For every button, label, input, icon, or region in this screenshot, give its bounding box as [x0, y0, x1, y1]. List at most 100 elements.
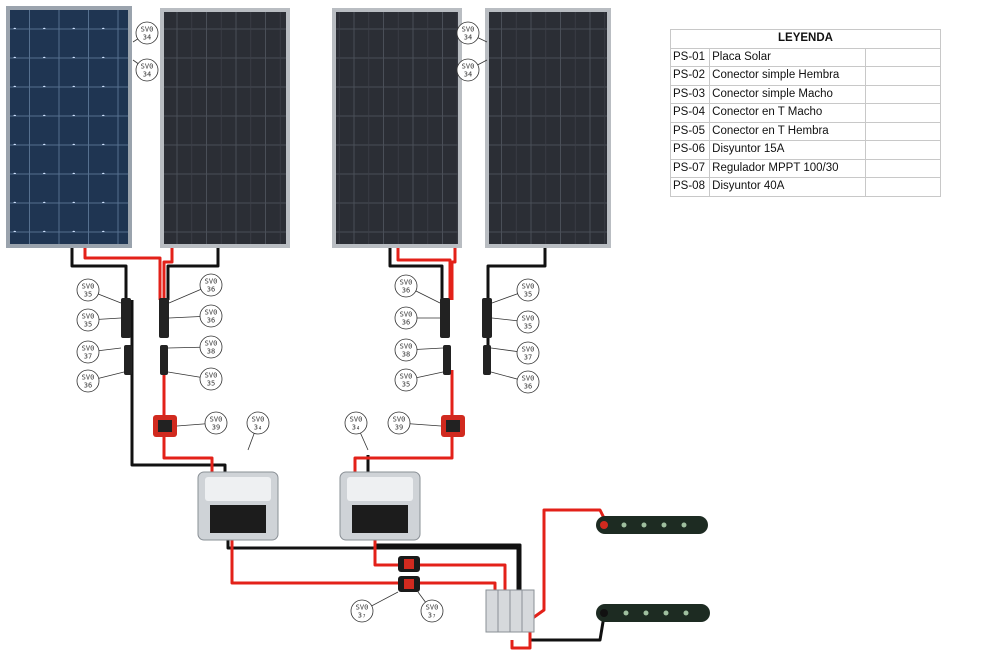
callout-label-bottom: 36 [402, 319, 410, 327]
legend-code: PS-07 [669, 158, 711, 178]
callout-label-bottom: 34 [464, 71, 472, 79]
positive-wires [83, 248, 608, 650]
legend-empty-cell [864, 66, 942, 86]
callout-label-bottom: 34 [143, 34, 151, 42]
callout-label-bottom: 39 [395, 424, 403, 432]
callout-label-top: SV0 [356, 604, 369, 612]
t-connector-left [153, 415, 177, 437]
callout-circle [76, 308, 100, 332]
legend-code: PS-06 [669, 140, 711, 160]
callout-label-top: SV0 [205, 372, 218, 380]
breaker-15a-top [398, 556, 420, 572]
callout-label-top: SV0 [205, 309, 218, 317]
callout-label-top: SV0 [252, 416, 265, 424]
callout-circle [76, 369, 100, 393]
legend-code: PS-02 [669, 66, 711, 86]
legend-description: Conector en T Macho [709, 103, 866, 123]
legend-empty-cell [864, 140, 942, 160]
mc4-connectors [121, 298, 492, 375]
solar-panel-4 [485, 8, 611, 248]
solar-panel-3 [332, 8, 462, 248]
callout-circle [394, 368, 418, 392]
solar-panel-2 [160, 8, 290, 248]
mppt-regulator-left [197, 471, 279, 541]
callout-label-bottom: 37 [84, 353, 92, 361]
callout-circle [394, 274, 418, 298]
legend-code: PS-01 [669, 47, 711, 67]
callout-circle [246, 411, 270, 435]
callout-circle [420, 599, 444, 623]
legend-description: Conector simple Macho [709, 84, 866, 104]
callout-label-bottom: 3₇ [358, 612, 366, 620]
callout-label-top: SV0 [426, 604, 439, 612]
callout-circle [516, 370, 540, 394]
callout-circle [394, 306, 418, 330]
solar-panel-1 [6, 6, 132, 248]
legend-description: Placa Solar [709, 47, 866, 67]
callout-label-bottom: 36 [84, 382, 92, 390]
callout-label-top: SV0 [522, 375, 535, 383]
callout-circle [394, 338, 418, 362]
callout-label-bottom: 3₄ [352, 424, 360, 432]
callout-label-top: SV0 [400, 373, 413, 381]
callout-circle [516, 341, 540, 365]
callout-label-top: SV0 [350, 416, 363, 424]
callout-label-bottom: 35 [524, 323, 532, 331]
callout-label-top: SV0 [393, 416, 406, 424]
callout-label-bottom: 35 [207, 380, 215, 388]
callout-label-bottom: 35 [84, 321, 92, 329]
callout-label-top: SV0 [400, 343, 413, 351]
callout-label-bottom: 35 [524, 291, 532, 299]
callout-label-top: SV0 [400, 311, 413, 319]
callout-label-bottom: 37 [524, 354, 532, 362]
callout-label-bottom: 3₄ [254, 424, 262, 432]
callout-label-bottom: 38 [207, 348, 215, 356]
callout-circle [199, 335, 223, 359]
callout-label-bottom: 39 [212, 424, 220, 432]
callout-label-top: SV0 [205, 340, 218, 348]
callout-label-bottom: 38 [402, 351, 410, 359]
callout-circle [516, 278, 540, 302]
legend-code: PS-05 [669, 121, 711, 141]
breaker-15a-bottom [398, 576, 420, 592]
callout-label-top: SV0 [522, 315, 535, 323]
legend-empty-cell [864, 84, 942, 104]
legend-empty-cell [864, 103, 942, 123]
callout-circle [456, 21, 480, 45]
callout-label-top: SV0 [82, 313, 95, 321]
callout-label-top: SV0 [522, 283, 535, 291]
legend-code: PS-08 [669, 177, 711, 197]
legend-description: Conector simple Hembra [709, 66, 866, 86]
callout-circle [350, 599, 374, 623]
callout-circle [199, 304, 223, 328]
callout-label-top: SV0 [462, 26, 475, 34]
callout-label-bottom: 34 [464, 34, 472, 42]
callout-label-bottom: 36 [524, 383, 532, 391]
breaker-40a [485, 589, 535, 633]
callout-label-top: SV0 [82, 283, 95, 291]
negative-wires [70, 248, 607, 642]
callout-label-top: SV0 [205, 278, 218, 286]
callout-circle [204, 411, 228, 435]
callout-circle [516, 310, 540, 334]
